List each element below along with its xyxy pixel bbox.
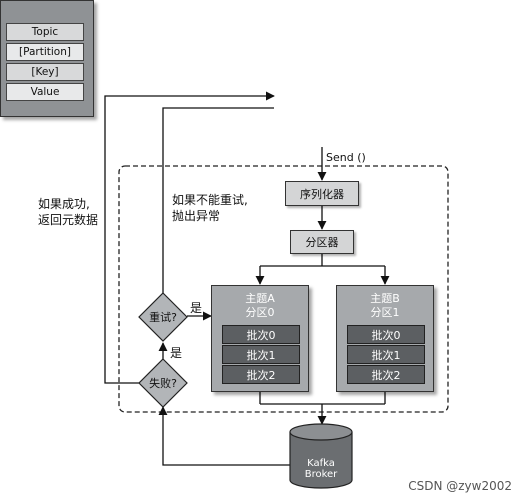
topic-b-title: 主题B xyxy=(370,292,400,305)
topic-b-partition: 分区1 xyxy=(370,306,400,319)
fail-label: 失败? xyxy=(149,377,177,390)
kafka-broker-cylinder xyxy=(289,423,353,489)
topic-a-batch-0: 批次0 xyxy=(222,325,300,344)
topic-a-title: 主题A xyxy=(245,292,275,305)
producer-record-title: ProducerRecord xyxy=(217,3,305,16)
arrow-broker-response xyxy=(158,406,290,466)
topic-a-batch-2: 批次2 xyxy=(222,365,300,384)
success-note-line-1: 如果成功, xyxy=(38,197,90,211)
success-note-line-2: 返回元数据 xyxy=(38,213,99,227)
no-retry-note-line-1: 如果不能重试, xyxy=(172,193,248,207)
no-retry-note-line-2: 抛出异常 xyxy=(172,209,221,223)
topic-b-batch-2: 批次2 xyxy=(347,365,425,384)
topic-a-batch-1: 批次1 xyxy=(222,345,300,364)
partitioner-box: 分区器 xyxy=(290,230,354,254)
producer-boundary xyxy=(118,165,449,413)
producer-record: ProducerRecord Topic [Partition] [Key] V… xyxy=(0,0,304,117)
yes-label-retry: 是 xyxy=(190,301,203,315)
topic-b-batch-0: 批次0 xyxy=(347,325,425,344)
serializer-box: 序列化器 xyxy=(285,181,359,206)
kafka-broker-label: Kafka Broker xyxy=(304,458,338,480)
retry-label: 重试? xyxy=(149,311,177,324)
topic-a-partition: 分区0 xyxy=(245,306,275,319)
fail-diamond xyxy=(138,358,188,408)
watermark: CSDN @zyw2002 xyxy=(408,479,512,493)
field-topic: Topic xyxy=(6,23,84,41)
arrow-retry-no xyxy=(162,107,274,293)
retry-diamond xyxy=(138,292,188,342)
send-label: Send () xyxy=(326,151,366,164)
topic-a-box: 主题A 分区0 批次0 批次1 批次2 xyxy=(211,285,309,392)
arrow-success xyxy=(104,91,275,384)
field-key: [Key] xyxy=(6,63,84,81)
yes-label-fail: 是 xyxy=(170,346,183,360)
topic-b-batch-1: 批次1 xyxy=(347,345,425,364)
field-partition: [Partition] xyxy=(6,43,84,61)
field-value: Value xyxy=(6,83,84,101)
topic-b-box: 主题B 分区1 批次0 批次1 批次2 xyxy=(336,285,434,392)
